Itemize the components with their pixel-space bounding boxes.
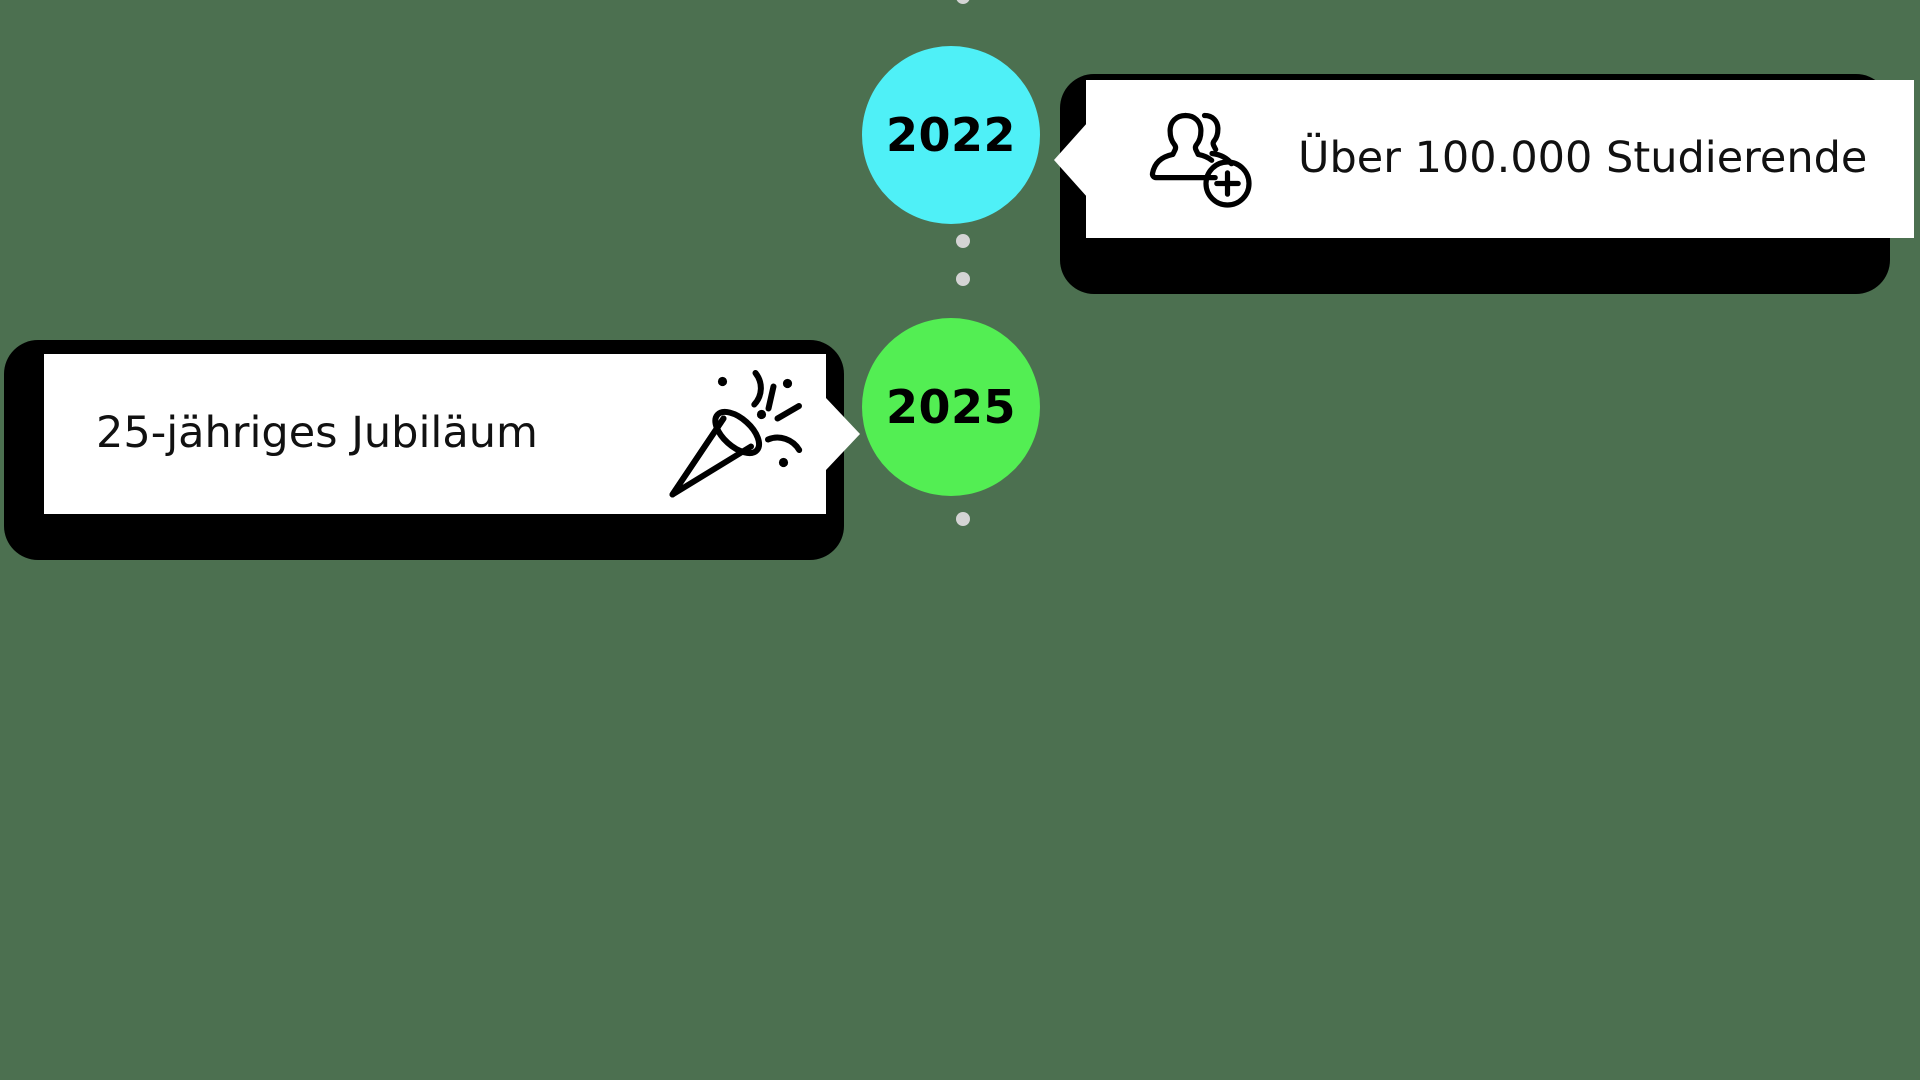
timeline-axis-dot (956, 234, 970, 248)
card-content: Über 100.000 Studierende (1086, 80, 1914, 238)
timeline-axis-dot (956, 0, 970, 4)
year-label-2025: 2025 (885, 380, 1017, 434)
timeline-year-node-2025[interactable]: 2025 (862, 318, 1040, 496)
timeline-event-card-2022[interactable]: Über 100.000 Studierende (1040, 54, 1920, 294)
timeline-axis-dot (956, 272, 970, 286)
users-add-icon (1146, 105, 1256, 213)
event-text-2022: Über 100.000 Studierende (1298, 133, 1868, 184)
event-text-2025: 25-jähriges Jubiläum (96, 408, 538, 459)
timeline-event-card-2025[interactable]: 25-jähriges Jubiläum (0, 320, 880, 570)
card-pointer-arrow (826, 398, 860, 470)
timeline-axis-dot (956, 512, 970, 526)
timeline-year-node-2022[interactable]: 2022 (862, 46, 1040, 224)
year-label-2022: 2022 (885, 108, 1017, 162)
card-content: 25-jähriges Jubiläum (44, 354, 826, 514)
party-popper-icon (660, 361, 810, 507)
card-pointer-arrow (1054, 122, 1088, 198)
